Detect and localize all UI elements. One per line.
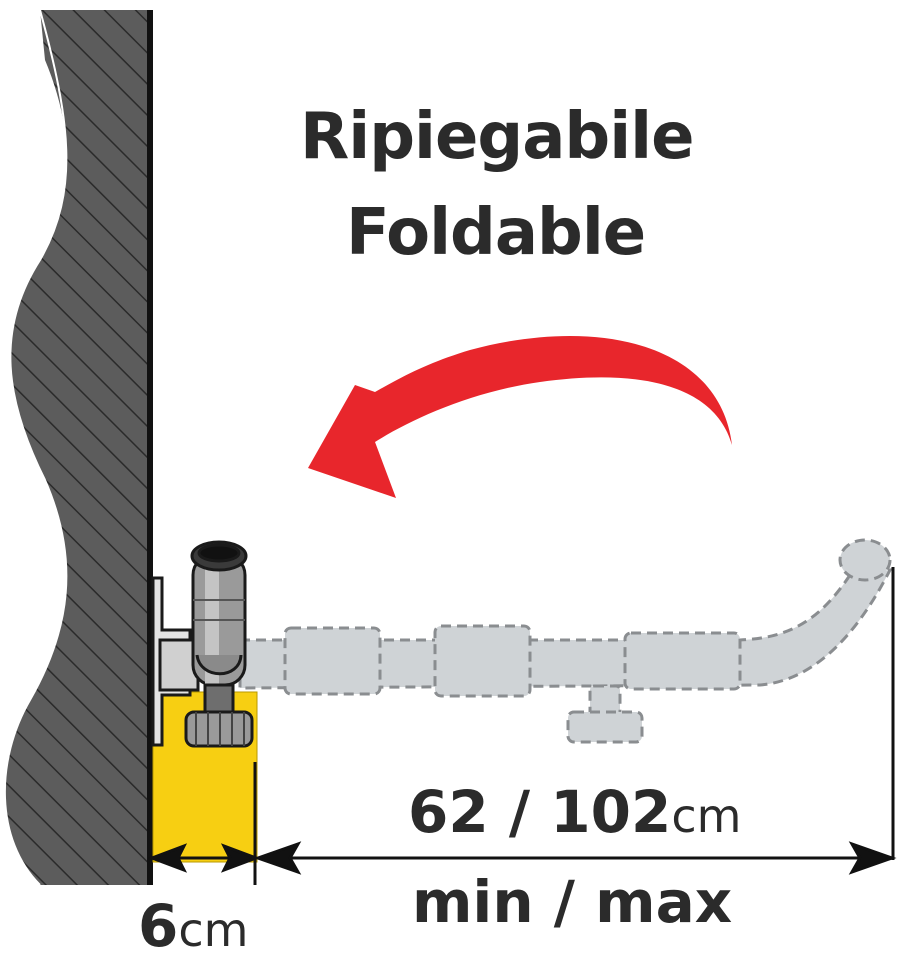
range-label: min / max [412,868,733,936]
width-unit: cm [178,903,249,957]
wall [3,9,153,886]
width-dimension-label: 6cm [138,892,248,960]
length-unit: cm [671,789,742,843]
wall-bracket [151,576,200,747]
title-english: Foldable [346,196,646,270]
dimension-lines [147,567,897,885]
fold-direction-arrow [308,335,732,498]
folded-rod-rest [184,540,254,748]
width-value: 6 [138,892,179,960]
length-value: 62 / 102 [408,778,672,846]
unfolded-arm-ghost [238,538,893,744]
length-dimension-label: 62 / 102cm [408,778,741,846]
title-italian: Ripiegabile [300,100,694,174]
